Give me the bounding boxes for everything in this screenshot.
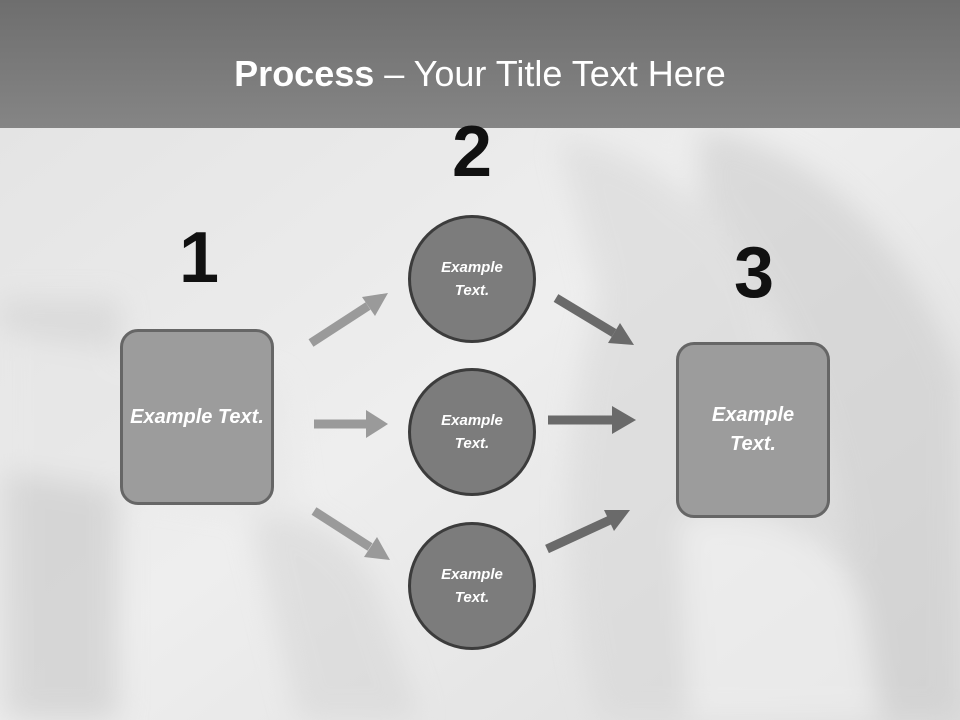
- step-2-text-2: Example Text.: [441, 412, 503, 452]
- step-2-circle-1: Example Text.: [408, 215, 536, 343]
- step-3-text: Example Text.: [711, 404, 795, 455]
- step-number-1: 1: [178, 218, 220, 298]
- arrow-2c-to-3: [545, 510, 630, 554]
- arrow-2b-to-3: [548, 406, 636, 434]
- step-2-circle-2: Example Text.: [408, 368, 536, 496]
- step-number-2: 2: [451, 112, 493, 192]
- step-2-text-3: Example Text.: [441, 566, 503, 606]
- arrow-2a-to-3: [553, 294, 634, 345]
- title-rest: – Your Title Text Here: [374, 53, 726, 94]
- step-3-box: Example Text.: [676, 342, 830, 518]
- arrow-1-to-2a: [308, 293, 388, 347]
- slide-title: Process – Your Title Text Here: [0, 52, 960, 96]
- step-2-circle-3: Example Text.: [408, 522, 536, 650]
- step-1-box: Example Text.: [120, 329, 274, 505]
- step-1-text: Example Text.: [130, 405, 264, 428]
- title-bold: Process: [234, 53, 375, 94]
- title-band: [0, 0, 960, 128]
- arrow-1-to-2b: [314, 410, 388, 438]
- arrow-1-to-2c: [311, 507, 390, 560]
- step-number-3: 3: [733, 233, 775, 313]
- step-2-text-1: Example Text.: [441, 259, 503, 299]
